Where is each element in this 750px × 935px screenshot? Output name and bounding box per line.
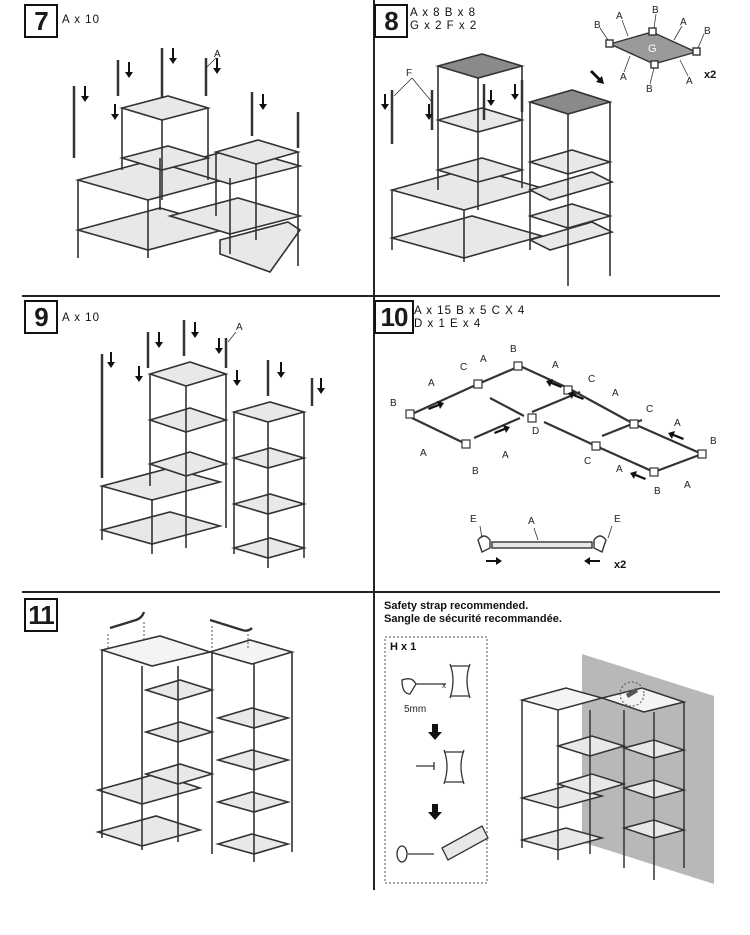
s10-label-e1: E [470, 514, 477, 525]
step-8-parts-line2: G x 2 F x 2 [410, 20, 478, 32]
s10-label-a2: A [480, 354, 487, 365]
svg-text:x: x [442, 681, 446, 690]
step-8-detail-panel: B A B A B A B A G x2 [594, 5, 716, 95]
detail-label-b1: B [594, 20, 601, 31]
detail-label-b4: B [646, 84, 653, 95]
step-11-illustration [95, 611, 295, 862]
detail-label-a1: A [616, 11, 623, 22]
horizontal-divider-1 [22, 295, 720, 297]
step-8-illustration: F [381, 53, 615, 286]
s10-label-a10: A [528, 516, 535, 527]
step-7-label-a: A [214, 49, 221, 60]
s10-label-a4: A [612, 388, 619, 399]
horizontal-divider-2 [22, 591, 720, 593]
detail-qty: x2 [704, 69, 716, 81]
step-9-label-a: A [236, 322, 243, 333]
safety-strap-steps: H x 1 5mm x [384, 636, 489, 884]
strap-qty-label: H x 1 [390, 641, 416, 653]
s10-label-a7: A [502, 450, 509, 461]
step-10-rail-illustration: E A E x2 [470, 514, 626, 571]
detail-label-a3: A [620, 72, 627, 83]
step-8-number: 8 [374, 4, 408, 38]
step-10-parts-line1: A x 15 B x 5 C X 4 [414, 305, 526, 317]
s10-label-a1: A [428, 378, 435, 389]
s10-label-d: D [532, 426, 539, 437]
step-10-frame-illustration: B A C A B A C A C A B D A B A C A B A [390, 344, 717, 497]
s10-label-c4: C [584, 456, 591, 467]
s10-label-c1: C [460, 362, 467, 373]
vertical-divider [373, 0, 375, 890]
s10-label-b5: B [654, 486, 661, 497]
s10-label-a6: A [420, 448, 427, 459]
detail-label-g: G [648, 43, 657, 55]
step-7-number: 7 [24, 4, 58, 38]
s10-label-b3: B [710, 436, 717, 447]
s10-label-b1: B [390, 398, 397, 409]
step-8-parts-line1: A x 8 B x 8 [410, 7, 476, 19]
s10-label-a3: A [552, 360, 559, 371]
step-7-parts: A x 10 [62, 14, 100, 26]
detail-label-b2: B [652, 5, 659, 16]
step-9-illustration: A [98, 320, 325, 568]
s10-label-c2: C [588, 374, 595, 385]
s10-label-e2: E [614, 514, 621, 525]
s10-label-b4: B [472, 466, 479, 477]
safety-note-fr: Sangle de sécurité recommandée. [384, 613, 562, 625]
safety-note-en: Safety strap recommended. [384, 600, 529, 612]
step-9-number: 9 [24, 300, 58, 334]
s10-label-c3: C [646, 404, 653, 415]
step-11-number: 11 [24, 598, 58, 632]
detail-label-b3: B [704, 26, 711, 37]
wall-anchored-unit [519, 654, 714, 884]
s10-label-a5: A [674, 418, 681, 429]
step-10-number: 10 [374, 300, 414, 334]
step-9-parts: A x 10 [62, 312, 100, 324]
step-8-label-f: F [406, 68, 412, 79]
s10-rail-qty: x2 [614, 559, 626, 571]
detail-label-a2: A [680, 17, 687, 28]
detail-label-a4: A [686, 76, 693, 87]
step-7-illustration: A [72, 48, 304, 273]
step-10-parts-line2: D x 1 E x 4 [414, 318, 482, 330]
s10-label-a8: A [616, 464, 623, 475]
s10-label-a9: A [684, 480, 691, 491]
s10-label-b2: B [510, 344, 517, 355]
strap-size-label: 5mm [404, 704, 426, 715]
